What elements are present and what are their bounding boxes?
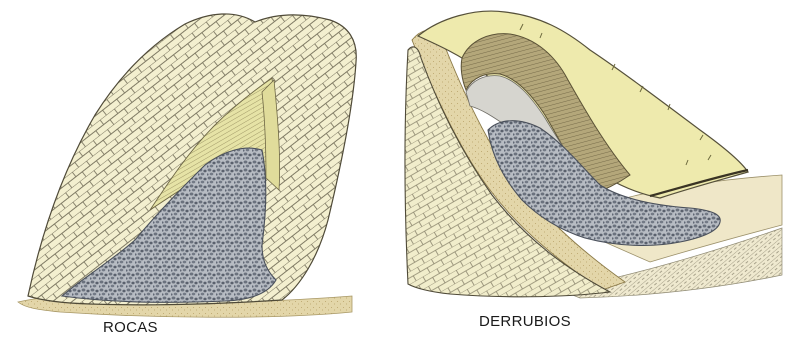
rock-fall-figure xyxy=(18,14,356,317)
caption-derrubios: DERRUBIOS xyxy=(479,313,571,330)
caption-rocas: ROCAS xyxy=(103,319,158,336)
debris-slide-figure xyxy=(405,11,782,298)
